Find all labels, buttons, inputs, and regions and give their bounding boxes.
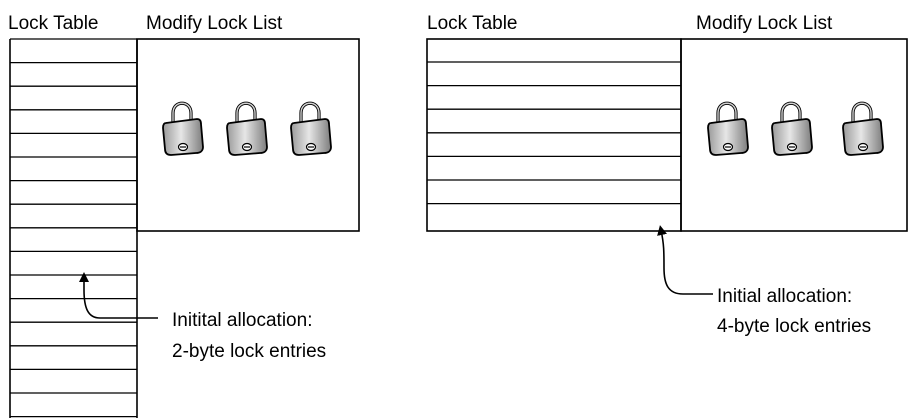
left-modify-lock-list-box [136,38,360,232]
padlock-icon [226,101,268,156]
right-allocation-arrow [657,225,713,295]
left-note-line1: Initital allocation: [172,310,312,331]
right-lock-table [426,38,682,232]
left-diagram: Lock Table Modify Lock List Initital all… [8,13,360,418]
left-modify-lock-list-label: Modify Lock List [146,13,283,34]
right-modify-lock-list-box [680,38,908,232]
right-note-line1: Initial allocation: [717,286,852,307]
left-note-line2: 2-byte lock entries [172,341,326,362]
left-allocation-arrow [79,272,158,319]
padlock-icon [771,101,813,156]
right-diagram: Lock Table Modify Lock List Initial allo… [426,13,908,337]
padlock-icon [162,101,204,156]
left-lock-table [9,38,138,418]
right-note-line2: 4-byte lock entries [717,316,871,337]
right-modify-lock-list-label: Modify Lock List [696,13,833,34]
padlock-icon [842,101,884,156]
right-lock-icons [707,101,884,156]
padlock-icon [707,101,749,156]
left-lock-table-rows [10,38,137,418]
left-lock-table-label: Lock Table [8,13,99,34]
right-lock-table-rows [427,61,681,205]
right-lock-table-box [426,38,682,232]
padlock-icon [290,101,332,156]
right-lock-table-label: Lock Table [427,13,518,34]
left-lock-icons [162,101,332,156]
